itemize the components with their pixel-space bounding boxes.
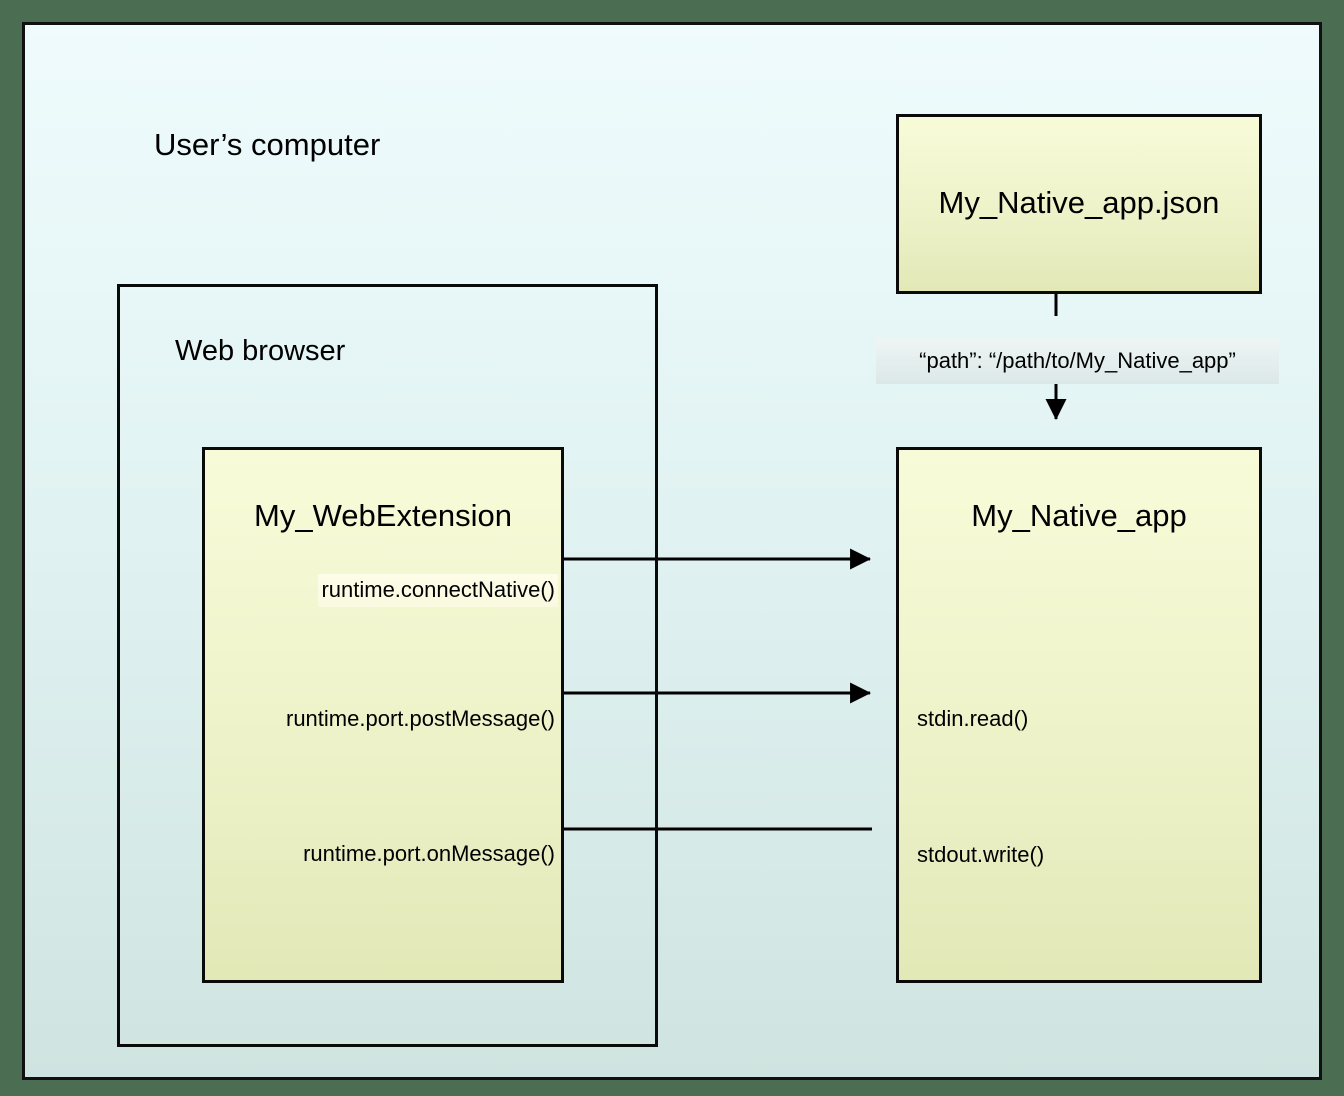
path-annotation: “path”: “/path/to/My_Native_app” [876,338,1279,384]
api-label-connect-native: runtime.connectNative() [318,574,558,607]
native-app-json-title: My_Native_app.json [938,185,1220,220]
web-browser-container [117,284,658,1047]
diagram-canvas: User’s computer Web browser My_Native_ap… [22,22,1322,1080]
native-app-json-box: My_Native_app.json [896,114,1262,294]
webextension-title: My_WebExtension [254,498,512,533]
users-computer-label: User’s computer [154,127,381,162]
api-label-stdin-read: stdin.read() [917,706,1029,731]
api-label-on-message: runtime.port.onMessage() [303,841,555,866]
native-app-box: My_Native_app stdin.read() stdout.write(… [896,447,1262,983]
web-browser-label: Web browser [175,335,346,367]
api-label-post-message: runtime.port.postMessage() [286,706,555,731]
api-label-stdout-write: stdout.write() [917,842,1045,867]
webextension-box: My_WebExtension runtime.connectNative() … [202,447,564,983]
native-app-title: My_Native_app [971,498,1187,533]
